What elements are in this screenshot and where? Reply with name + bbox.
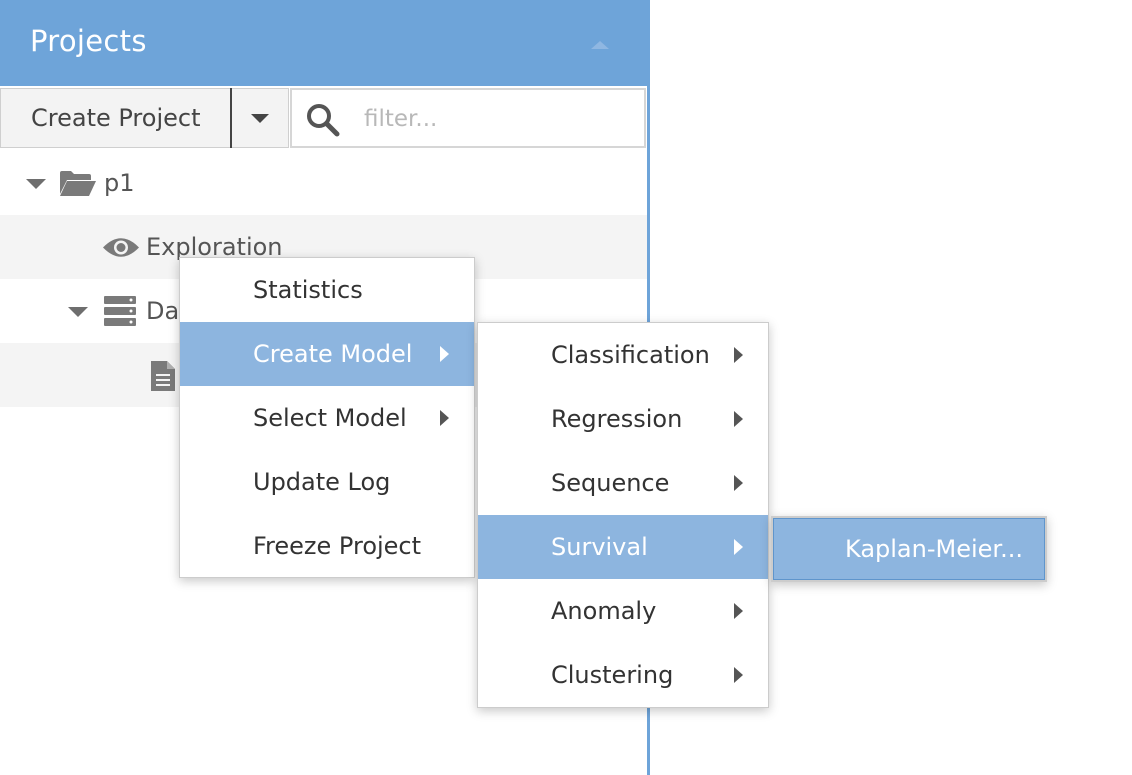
- menu-item-select-model[interactable]: Select Model: [180, 386, 474, 450]
- eye-icon: [103, 238, 139, 257]
- menu-item-create-model[interactable]: Create Model: [180, 322, 474, 386]
- menu-item-label: Classification: [551, 341, 710, 369]
- menu-item-label: Update Log: [253, 468, 391, 496]
- menu-item-label: Regression: [551, 405, 683, 433]
- search-icon: [307, 104, 340, 137]
- menu-item-label: Select Model: [253, 404, 407, 432]
- create-project-button[interactable]: Create Project: [0, 88, 230, 148]
- expand-caret-icon[interactable]: [68, 307, 88, 317]
- submenu-arrow-icon: [734, 539, 743, 555]
- menu-item-label: Kaplan-Meier...: [845, 535, 1023, 563]
- submenu-arrow-icon: [734, 347, 743, 363]
- expand-caret-icon[interactable]: [26, 179, 46, 189]
- menu-item-label: Freeze Project: [253, 532, 422, 560]
- button-divider: [230, 88, 232, 148]
- menu-item-update-log[interactable]: Update Log: [180, 450, 474, 514]
- menu-item-classification[interactable]: Classification: [478, 323, 768, 387]
- menu-item-statistics[interactable]: Statistics: [180, 258, 474, 322]
- menu-item-regression[interactable]: Regression: [478, 387, 768, 451]
- folder-open-icon: [60, 171, 96, 196]
- menu-item-label: Statistics: [253, 276, 363, 304]
- project-context-menu: Statistics Create Model Select Model Upd…: [179, 257, 475, 578]
- menu-item-sequence[interactable]: Sequence: [478, 451, 768, 515]
- submenu-arrow-icon: [440, 410, 449, 426]
- chevron-up-icon: [591, 41, 609, 49]
- projects-header: Projects: [0, 0, 650, 86]
- collapse-panel-button[interactable]: [588, 36, 612, 54]
- menu-item-survival[interactable]: Survival: [478, 515, 768, 579]
- dataset-label: Da: [146, 297, 180, 325]
- menu-item-label: Clustering: [551, 661, 674, 689]
- menu-item-clustering[interactable]: Clustering: [478, 643, 768, 707]
- menu-item-anomaly[interactable]: Anomaly: [478, 579, 768, 643]
- menu-item-label: Create Model: [253, 340, 413, 368]
- projects-toolbar: Create Project: [0, 86, 647, 151]
- menu-item-kaplan-meier[interactable]: Kaplan-Meier...: [773, 518, 1045, 580]
- submenu-arrow-icon: [734, 475, 743, 491]
- tree-row-project[interactable]: p1: [0, 151, 647, 215]
- exploration-label: Exploration: [146, 233, 283, 261]
- submenu-arrow-icon: [734, 603, 743, 619]
- filter-input[interactable]: [362, 98, 636, 140]
- project-label: p1: [104, 169, 135, 197]
- menu-item-label: Survival: [551, 533, 648, 561]
- submenu-arrow-icon: [440, 346, 449, 362]
- submenu-arrow-icon: [734, 667, 743, 683]
- tree-row-dataset[interactable]: Da: [0, 279, 647, 343]
- model-type-submenu: Classification Regression Sequence Survi…: [477, 322, 769, 708]
- create-project-dropdown-button[interactable]: [232, 88, 289, 148]
- menu-item-label: Sequence: [551, 469, 670, 497]
- panel-title: Projects: [30, 24, 147, 58]
- caret-down-icon: [251, 113, 269, 123]
- submenu-arrow-icon: [734, 411, 743, 427]
- survival-submenu: Kaplan-Meier...: [771, 516, 1047, 582]
- database-icon: [104, 296, 136, 326]
- menu-item-freeze-project[interactable]: Freeze Project: [180, 514, 474, 578]
- filter-box: [290, 88, 646, 148]
- file-icon: [151, 361, 175, 391]
- menu-item-label: Anomaly: [551, 597, 657, 625]
